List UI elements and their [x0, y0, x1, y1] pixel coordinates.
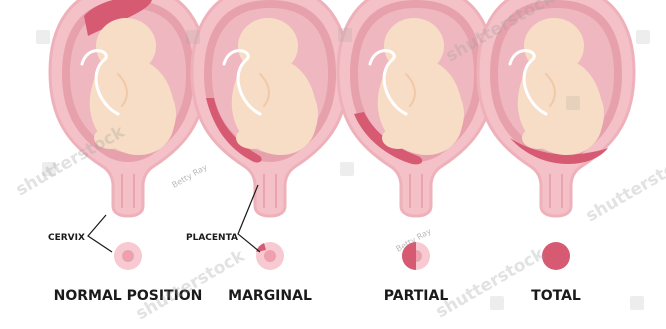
watermark-badge	[490, 296, 504, 310]
cervix-annotation: CERVIX	[48, 215, 112, 252]
panel-total: TOTAL	[478, 0, 634, 304]
watermark-badge	[636, 30, 650, 44]
placenta-annotation: PLACENTA	[186, 185, 260, 252]
placenta-circle	[542, 242, 570, 270]
cervix-pointer-lines	[88, 215, 112, 252]
cervix-view-circle	[256, 242, 284, 270]
watermark-badge	[566, 96, 580, 110]
placenta-label: PLACENTA	[186, 233, 238, 243]
watermark-badge	[36, 30, 50, 44]
watermark-credit: Betty Ray	[171, 162, 209, 189]
watermark-badge	[338, 28, 352, 42]
watermark-text: shutterstock	[433, 244, 549, 323]
os-circle	[264, 250, 276, 262]
panels-group: NORMAL POSITIONMARGINALPARTIALTOTAL	[50, 0, 634, 304]
watermark-badge	[630, 296, 644, 310]
cervix-view-circle	[542, 242, 570, 270]
watermark-badge	[186, 30, 200, 44]
watermark-badge	[340, 162, 354, 176]
os-circle	[122, 250, 134, 262]
cervix-view-circle	[114, 242, 142, 270]
panel-label: TOTAL	[531, 288, 581, 304]
watermark-text: shutterstock	[133, 246, 249, 325]
panel-label: MARGINAL	[228, 288, 312, 304]
watermark-text: shutterstock	[583, 148, 666, 227]
cervix-label: CERVIX	[48, 233, 85, 243]
